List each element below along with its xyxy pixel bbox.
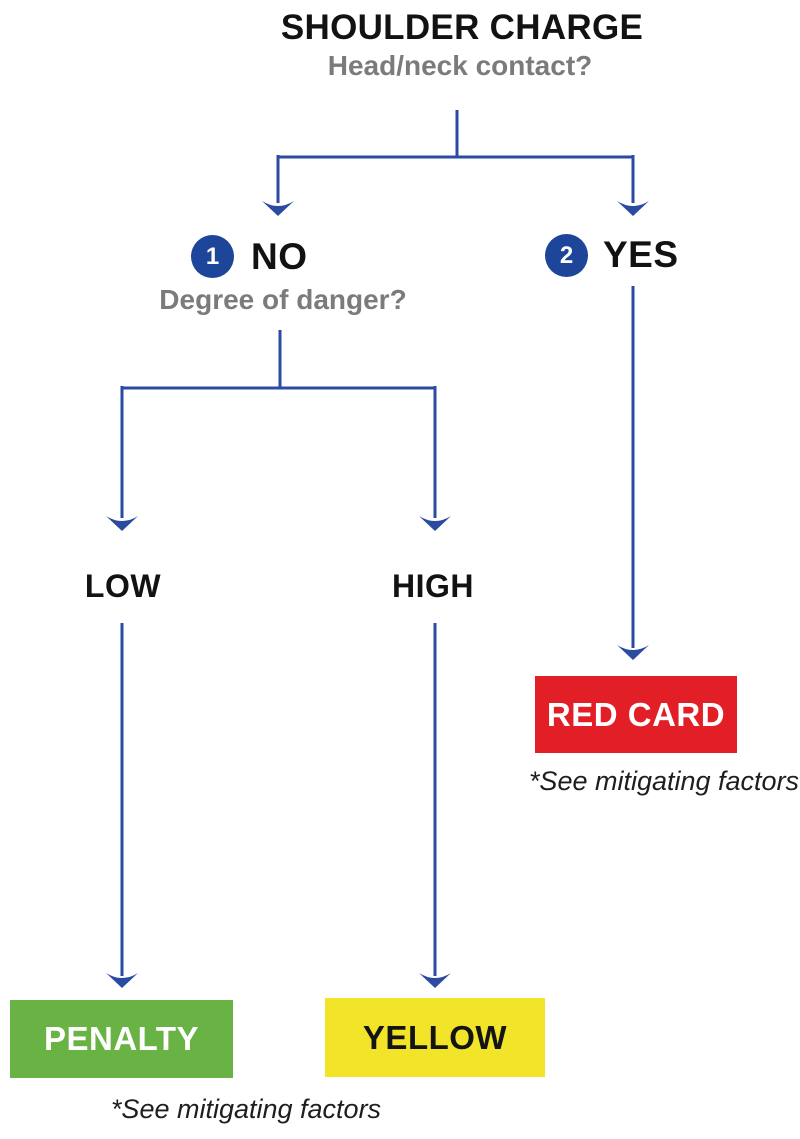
branch-1-number-badge: 1: [191, 235, 234, 278]
penalty-box: PENALTY: [10, 1000, 233, 1078]
penalty-label: PENALTY: [43, 1020, 200, 1057]
mitigating-note-red: *See mitigating factors: [528, 766, 800, 796]
connector-root-split: [276, 110, 635, 203]
red-card-label: RED CARD: [546, 695, 726, 733]
branch-1-number: 1: [205, 242, 220, 270]
root-question: Head/neck contact?: [327, 50, 593, 81]
low-label: LOW: [84, 568, 162, 604]
branch-2-number: 2: [559, 241, 574, 269]
mitigating-note-penalty: *See mitigating factors: [110, 1094, 382, 1124]
yellow-label: YELLOW: [362, 1018, 508, 1056]
degree-of-danger-question: Degree of danger?: [159, 284, 407, 315]
yellow-card-box: YELLOW: [325, 998, 545, 1077]
branch-no-label: NO: [251, 236, 308, 277]
red-card-box: RED CARD: [535, 676, 737, 753]
connector-danger-split: [120, 330, 437, 518]
high-label: HIGH: [392, 568, 474, 604]
arrowheads: [106, 201, 649, 988]
page-title: SHOULDER CHARGE: [280, 8, 644, 47]
branch-yes-label: YES: [603, 234, 679, 275]
branch-2-number-badge: 2: [545, 234, 588, 277]
